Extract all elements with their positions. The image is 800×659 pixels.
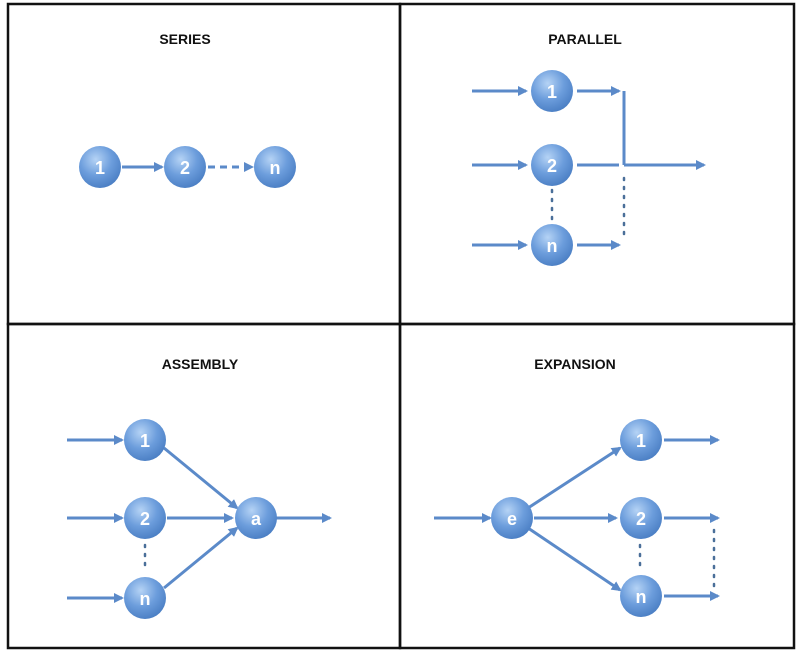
expansion-node-1: 1 [620,419,662,461]
expansion-arrow-e-1 [527,446,622,510]
parallel-title: PARALLEL [548,31,622,47]
node-label: a [251,509,262,529]
expansion-node-e: e [491,497,533,539]
node-label: n [270,158,281,178]
node-label: n [547,236,558,256]
assembly-panel: ASSEMBLY 1 2 n a [67,356,332,619]
node-label: 1 [547,82,557,102]
expansion-arrow-e-n [527,526,622,592]
node-label: e [507,509,517,529]
node-label: 1 [140,431,150,451]
expansion-panel-frame [398,322,796,650]
series-node-1: 1 [79,146,121,188]
expansion-node-n: n [620,575,662,617]
parallel-panel: PARALLEL 1 2 n [472,31,706,266]
assembly-panel-frame [6,322,402,650]
series-node-n: n [254,146,296,188]
assembly-arrow-n-a [163,526,239,590]
series-title: SERIES [159,31,210,47]
parallel-node-n: n [531,224,573,266]
assembly-node-1: 1 [124,419,166,461]
series-panel: SERIES 1 2 n [79,31,296,188]
expansion-title: EXPANSION [534,356,615,372]
node-label: 2 [180,158,190,178]
node-label: 2 [140,509,150,529]
node-label: n [140,589,151,609]
series-node-2: 2 [164,146,206,188]
node-label: n [636,587,647,607]
assembly-node-2: 2 [124,497,166,539]
node-label: 1 [636,431,646,451]
node-label: 2 [636,509,646,529]
assembly-node-a: a [235,497,277,539]
assembly-title: ASSEMBLY [162,356,239,372]
node-label: 1 [95,158,105,178]
parallel-node-2: 2 [531,144,573,186]
expansion-node-2: 2 [620,497,662,539]
expansion-panel: EXPANSION e 1 2 n [434,356,720,617]
panel-frames [6,2,796,650]
assembly-arrow-1-a [163,446,239,510]
node-label: 2 [547,156,557,176]
parallel-node-1: 1 [531,70,573,112]
assembly-node-n: n [124,577,166,619]
